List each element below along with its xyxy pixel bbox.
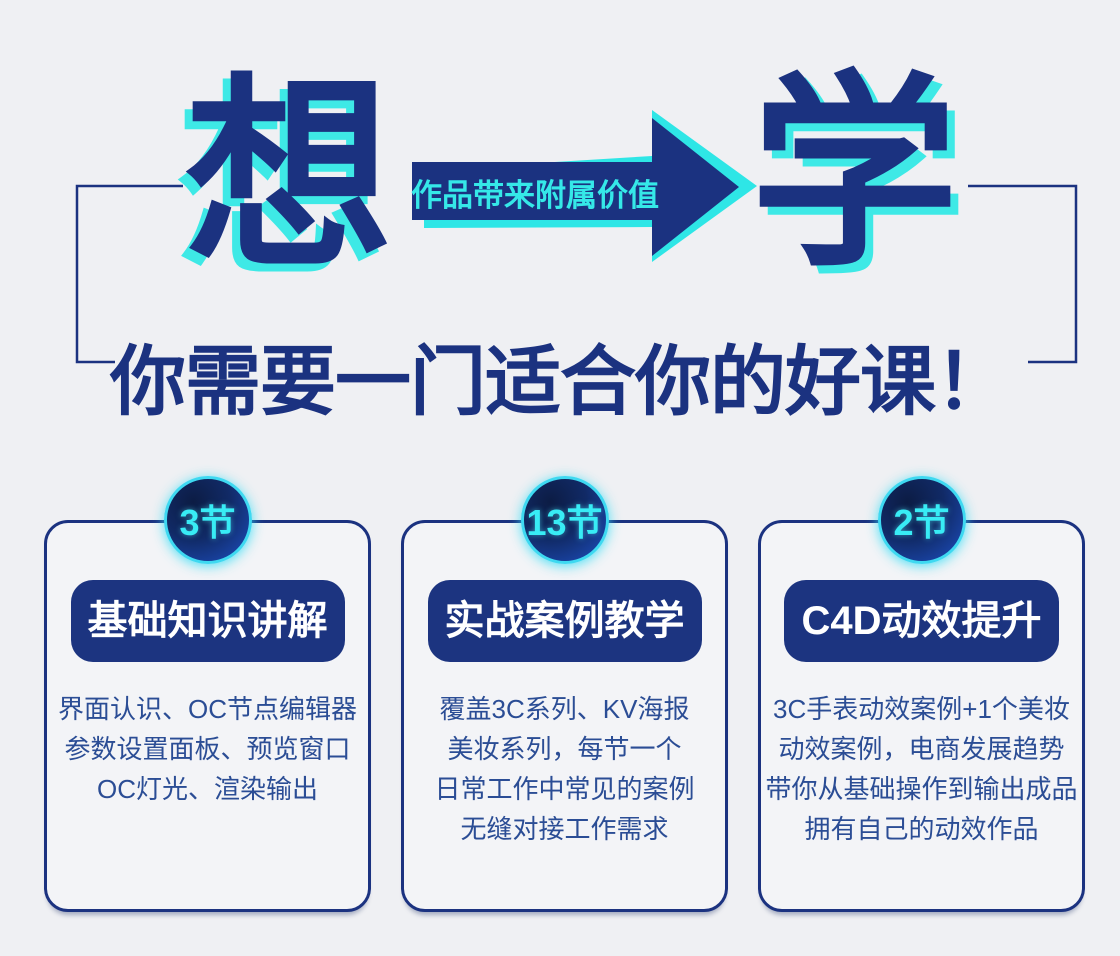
arrow-banner-label: 作品带来附属价值 <box>411 177 659 213</box>
card-description-line: 日常工作中常见的案例 <box>434 774 695 804</box>
card-description-line: 拥有自己的动效作品 <box>804 814 1039 844</box>
course-card-motion: 2节 C4D动效提升 3C手表动效案例+1个美妆 动效案例，电商发展趋势 带你从… <box>758 476 1085 912</box>
card-description-line: 覆盖3C系列、KV海报 <box>439 694 690 724</box>
card-description-line: 无缝对接工作需求 <box>460 814 669 844</box>
card-description-line: 美妆系列，每节一个 <box>447 734 682 764</box>
course-card-cases: 13节 实战案例教学 覆盖3C系列、KV海报 美妆系列，每节一个 日常工作中常见… <box>401 476 728 912</box>
card-title: 基础知识讲解 <box>70 580 345 662</box>
course-cards-row: 3节 基础知识讲解 界面认识、OC节点编辑器 参数设置面板、预览窗口 OC灯光、… <box>44 476 1085 912</box>
card-title: 实战案例教学 <box>427 580 702 662</box>
headline: 你需要一门适合你的好课！ <box>110 340 1011 425</box>
card-description: 界面认识、OC节点编辑器 参数设置面板、预览窗口 OC灯光、渲染输出 <box>47 689 368 809</box>
card-description-line: 界面认识、OC节点编辑器 <box>57 694 357 724</box>
lesson-count-badge: 13节 <box>520 476 609 564</box>
card-description-line: 动效案例，电商发展趋势 <box>778 734 1065 764</box>
arrow-banner-navy <box>412 118 739 256</box>
card-description-line: 带你从基础操作到输出成品 <box>765 774 1078 804</box>
course-card-basics: 3节 基础知识讲解 界面认识、OC节点编辑器 参数设置面板、预览窗口 OC灯光、… <box>44 476 371 912</box>
frame-bracket-right <box>968 184 1078 364</box>
frame-bracket-left <box>75 184 183 364</box>
card-description-line: 参数设置面板、预览窗口 <box>64 734 351 764</box>
hero-char-want: 想 <box>184 61 393 293</box>
lesson-count-badge: 3节 <box>163 476 252 564</box>
hero-char-learn: 学 <box>750 59 959 291</box>
card-description: 3C手表动效案例+1个美妆 动效案例，电商发展趋势 带你从基础操作到输出成品 拥… <box>761 689 1082 849</box>
lesson-count-badge: 2节 <box>877 476 966 564</box>
card-description-line: 3C手表动效案例+1个美妆 <box>773 694 1070 724</box>
card-description-line: OC灯光、渲染输出 <box>96 774 318 804</box>
card-title: C4D动效提升 <box>784 580 1059 662</box>
card-description: 覆盖3C系列、KV海报 美妆系列，每节一个 日常工作中常见的案例 无缝对接工作需… <box>404 689 725 849</box>
